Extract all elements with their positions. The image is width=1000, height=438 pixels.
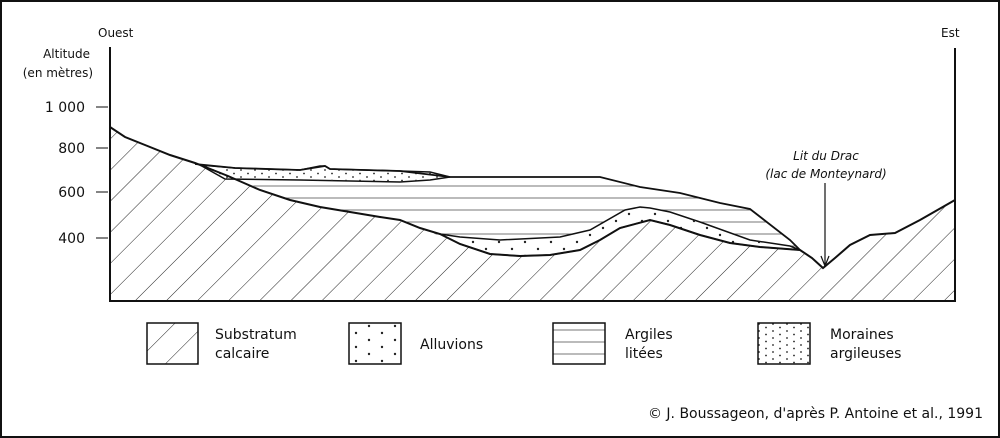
west-label: Ouest	[98, 26, 134, 40]
arrow-head-icon	[820, 255, 830, 268]
legend-moraines-line1: Moraines	[830, 327, 894, 343]
credit: © J. Boussageon, d'après P. Antoine et a…	[648, 406, 983, 422]
argiles-layer	[200, 165, 800, 256]
annotation-line1: Lit du Drac	[793, 149, 859, 163]
axis-title-line1: Altitude	[43, 47, 90, 61]
legend: Substratum calcaire Alluvions Argiles li…	[146, 322, 901, 365]
legend-moraines-line2: argileuses	[830, 346, 901, 362]
tick-marks	[96, 106, 108, 239]
annotation-line2: (lac de Monteynard)	[765, 167, 886, 181]
legend-alluvions-line1: Alluvions	[420, 337, 483, 353]
legend-swatch-alluvions	[348, 322, 402, 365]
axis-title-line2: (en mètres)	[23, 66, 93, 80]
legend-swatch-moraines	[757, 322, 811, 365]
legend-argiles-line2: litées	[625, 346, 663, 362]
legend-substratum-line2: calcaire	[215, 346, 269, 362]
legend-swatch-argiles	[552, 322, 606, 365]
tick-800: 800	[58, 141, 85, 157]
legend-swatch-substratum	[146, 322, 199, 365]
tick-600: 600	[58, 185, 85, 201]
east-label: Est	[941, 26, 960, 40]
tick-400: 400	[58, 231, 85, 247]
substratum-layer	[109, 125, 956, 302]
tick-1000: 1 000	[45, 100, 85, 116]
surface-line	[194, 163, 801, 251]
legend-substratum-line1: Substratum	[215, 327, 297, 343]
legend-argiles-line1: Argiles	[625, 327, 673, 343]
alluvions-dots	[440, 207, 800, 256]
